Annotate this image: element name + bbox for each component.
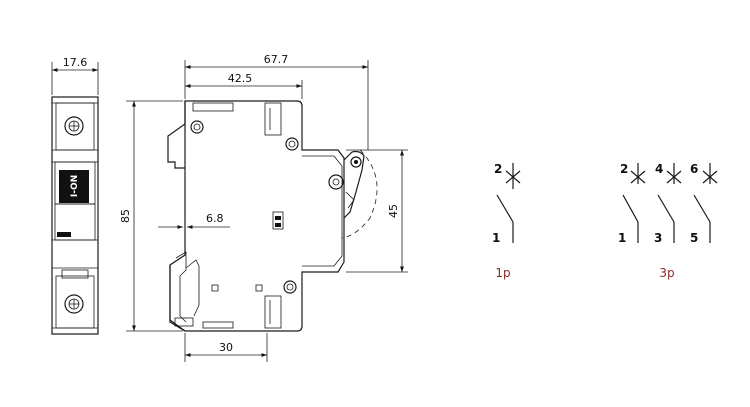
symbol-1p-bottom-terminal: 1 [492,231,500,245]
bottom-terminal-screw [64,294,84,314]
side-screw-top-left [190,120,204,134]
symbol-3p-top-terminal-3: 6 [690,162,698,176]
rail-width-dimension: 30 [219,341,233,354]
front-offset-dimension: 6.8 [206,212,224,225]
partial-depth-dimension: 42.5 [228,72,253,85]
right-height-dimension: 45 [387,204,400,218]
side-screw-top-right [285,137,299,151]
symbol-3p-blade-1 [622,194,639,223]
front-view: I-ON 17.6 [51,56,99,335]
front-body-outline [51,96,99,335]
side-screw-bottom-right [283,280,297,294]
symbol-3p: 2 1 4 3 6 5 3p [618,162,718,280]
symbol-3p-top-terminal-1: 2 [620,162,628,176]
symbol-3p-top-terminal-2: 4 [655,162,663,176]
handle-label: I-ON [70,175,80,197]
handle [59,170,89,203]
center-slot [272,211,284,230]
height-dimension: 85 [119,209,132,223]
top-terminal-screw [64,116,84,136]
toggle-pivot [328,174,344,190]
symbol-3p-bottom-terminal-2: 3 [654,231,662,245]
symbol-3p-blade-2 [657,194,675,223]
handle-swing-arc [341,149,378,239]
front-width-dimension: 17.6 [63,56,88,69]
side-body-outline [169,100,345,332]
overall-depth-dimension: 67.7 [264,53,289,66]
symbol-3p-bottom-terminal-1: 1 [618,231,626,245]
side-view: 67.7 42.5 85 6.8 45 30 [119,53,408,362]
symbol-1p: 2 1 1p [492,162,521,280]
symbol-1p-caption: 1p [495,266,510,280]
symbol-3p-caption: 3p [659,266,674,280]
side-handle [343,150,365,219]
symbol-3p-bottom-terminal-3: 5 [690,231,698,245]
symbol-1p-top-terminal: 2 [494,162,502,176]
symbol-3p-blade-3 [693,194,711,223]
symbol-1p-blade [496,194,514,223]
